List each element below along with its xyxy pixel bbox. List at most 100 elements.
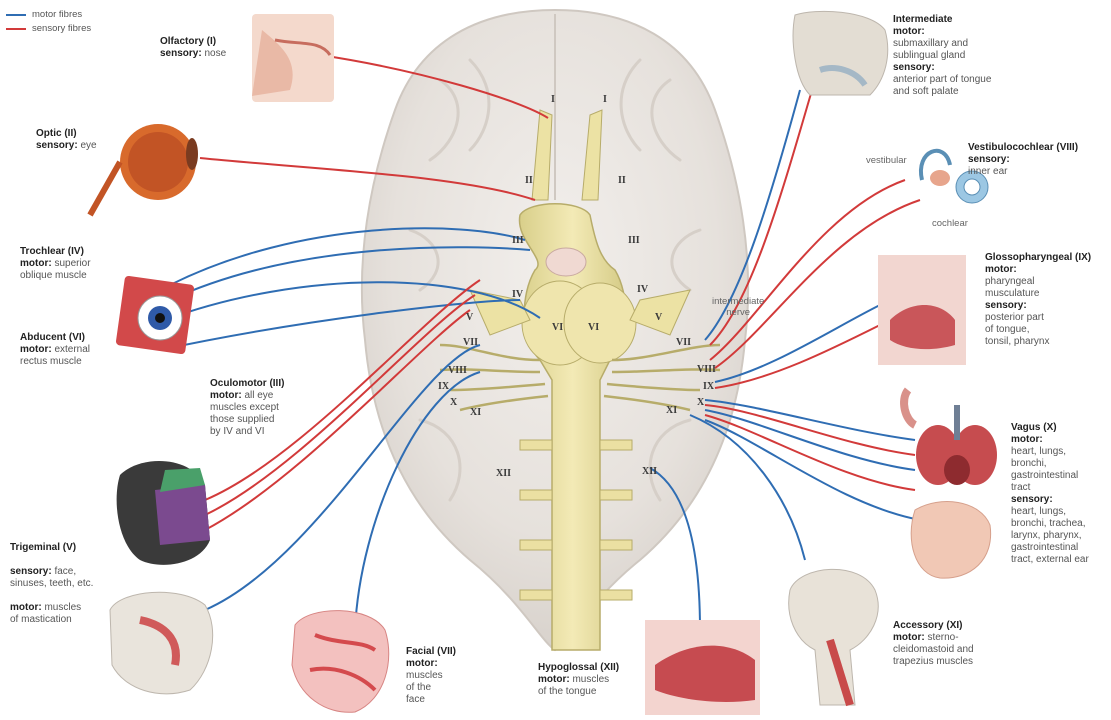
- trigeminal-label: Trigeminal (V) sensory: face,sinuses, te…: [10, 542, 93, 626]
- intermediate-nerve-label-line2: nerve: [712, 307, 764, 318]
- optic-label: Optic (II)sensory: eye: [36, 128, 97, 152]
- intermediate-title: Intermediate: [893, 14, 991, 26]
- vagus-line: motor:: [1011, 434, 1089, 446]
- cochlear-label: cochlear: [932, 218, 968, 229]
- trigeminal-line-text: of mastication: [10, 614, 72, 625]
- accessory-line: motor: sterno-: [893, 632, 974, 644]
- numeral-III-left: III: [512, 235, 524, 246]
- oculomotor-line: those supplied: [210, 414, 284, 426]
- facial-line-text: of the: [406, 682, 431, 693]
- abducent-line-text: rectus muscle: [20, 356, 82, 367]
- abducent-label: Abducent (VI)motor: externalrectus muscl…: [20, 332, 90, 368]
- intermediate-line-text: anterior part of tongue: [893, 74, 991, 85]
- numeral-IV-right: IV: [637, 284, 649, 295]
- vagus-line-text: gastrointestinal: [1011, 542, 1078, 553]
- oculomotor-line: motor: all eye: [210, 390, 284, 402]
- intermediate-line: sensory:: [893, 62, 991, 74]
- numeral-XII-right: XII: [642, 466, 657, 477]
- intermediate-line: anterior part of tongue: [893, 74, 991, 86]
- vagus-line: bronchi,: [1011, 458, 1089, 470]
- vagus-label: Vagus (X)motor:heart, lungs,bronchi,gast…: [1011, 422, 1089, 566]
- intermediate-nerve-label-line1: intermediate: [712, 296, 764, 307]
- accessory-line-text: sterno-: [925, 632, 959, 643]
- vagus-line-key: sensory:: [1011, 494, 1053, 505]
- intermediate-line: motor:: [893, 26, 991, 38]
- oculomotor-label: Oculomotor (III)motor: all eyemuscles ex…: [210, 378, 284, 438]
- glossopharyngeal-line-text: of tongue,: [985, 324, 1029, 335]
- accessory-label: Accessory (XI)motor: sterno-cleidomastoi…: [893, 620, 974, 668]
- intermediate-line: sublingual gland: [893, 50, 991, 62]
- vagus-line: gastrointestinal: [1011, 542, 1089, 554]
- hypoglossal-line: motor: muscles: [538, 674, 619, 686]
- illustration-pharynx: [878, 255, 966, 365]
- illustration-eyeball: [90, 124, 198, 215]
- illustration-nose: [252, 14, 334, 102]
- trigeminal-title: Trigeminal (V): [10, 542, 93, 554]
- illustration-thoracic-organs: [904, 390, 997, 578]
- facial-line: of the: [406, 682, 456, 694]
- glossopharyngeal-line: sensory:: [985, 300, 1091, 312]
- vestibular-label: vestibular: [866, 155, 907, 166]
- accessory-line: trapezius muscles: [893, 656, 974, 668]
- oculomotor-line: by IV and VI: [210, 426, 284, 438]
- illustration-skull-mastication: [110, 592, 213, 694]
- vagus-line: heart, lungs,: [1011, 506, 1089, 518]
- vestibulocochlear-title: Vestibulocochlear (VIII): [968, 142, 1078, 154]
- vestibulocochlear-line: sensory:: [968, 154, 1078, 166]
- illustration-jaw: [793, 11, 888, 95]
- intermediate-nerve-label: intermediate nerve: [712, 296, 764, 318]
- trigeminal-line-key: sensory:: [10, 566, 52, 577]
- numeral-XII-left: XII: [496, 468, 511, 479]
- illustration-eye-muscles: [115, 275, 194, 354]
- trochlear-line-text: oblique muscle: [20, 270, 87, 281]
- oculomotor-line-text: those supplied: [210, 414, 275, 425]
- vagus-line-text: bronchi, trachea,: [1011, 518, 1086, 529]
- numeral-VII-right: VII: [676, 337, 691, 348]
- illustration-tongue: [645, 620, 760, 715]
- trochlear-title: Trochlear (IV): [20, 246, 91, 258]
- glossopharyngeal-line: pharyngeal: [985, 276, 1091, 288]
- trochlear-line-text: superior: [52, 258, 91, 269]
- facial-label: Facial (VII)motor:musclesof theface: [406, 646, 456, 706]
- trigeminal-line: sinuses, teeth, etc.: [10, 578, 93, 590]
- glossopharyngeal-label: Glossopharyngeal (IX)motor:pharyngealmus…: [985, 252, 1091, 348]
- hypoglossal-line-key: motor:: [538, 674, 570, 685]
- intermediate-line-key: motor:: [893, 26, 925, 37]
- trigeminal-line: [10, 590, 93, 602]
- vagus-line-key: motor:: [1011, 434, 1043, 445]
- numeral-IV-left: IV: [512, 289, 524, 300]
- facial-line: muscles: [406, 670, 456, 682]
- hypoglossal-title: Hypoglossal (XII): [538, 662, 619, 674]
- abducent-line-key: motor:: [20, 344, 52, 355]
- optic-title: Optic (II): [36, 128, 97, 140]
- glossopharyngeal-line: tonsil, pharynx: [985, 336, 1091, 348]
- facial-title: Facial (VII): [406, 646, 456, 658]
- trigeminal-line: [10, 554, 93, 566]
- optic-line-text: eye: [78, 140, 97, 151]
- intermediate-label: Intermediatemotor:submaxillary andsublin…: [893, 14, 991, 98]
- numeral-X-left: X: [450, 397, 458, 408]
- intermediate-line-text: submaxillary and: [893, 38, 968, 49]
- vagus-line: gastrointestinal: [1011, 470, 1089, 482]
- trigeminal-line-text: sinuses, teeth, etc.: [10, 578, 93, 589]
- oculomotor-line-text: all eye: [242, 390, 274, 401]
- glossopharyngeal-line-text: posterior part: [985, 312, 1044, 323]
- glossopharyngeal-line: musculature: [985, 288, 1091, 300]
- glossopharyngeal-line-text: musculature: [985, 288, 1039, 299]
- intermediate-line: submaxillary and: [893, 38, 991, 50]
- illustration-head: [117, 461, 210, 565]
- numeral-VIII-right: VIII: [697, 364, 716, 375]
- abducent-line-text: external: [52, 344, 90, 355]
- glossopharyngeal-line: of tongue,: [985, 324, 1091, 336]
- hypoglossal-line-text: muscles: [570, 674, 609, 685]
- trigeminal-line: of mastication: [10, 614, 93, 626]
- hypoglossal-line-text: of the tongue: [538, 686, 596, 697]
- glossopharyngeal-line-text: pharyngeal: [985, 276, 1034, 287]
- olfactory-label: Olfactory (I)sensory: nose: [160, 36, 226, 60]
- numeral-IX-left: IX: [438, 381, 450, 392]
- vagus-line-text: tract, external ear: [1011, 554, 1089, 565]
- trochlear-label: Trochlear (IV)motor: superioroblique mus…: [20, 246, 91, 282]
- numeral-X-right: X: [697, 397, 705, 408]
- vagus-line-text: heart, lungs,: [1011, 446, 1066, 457]
